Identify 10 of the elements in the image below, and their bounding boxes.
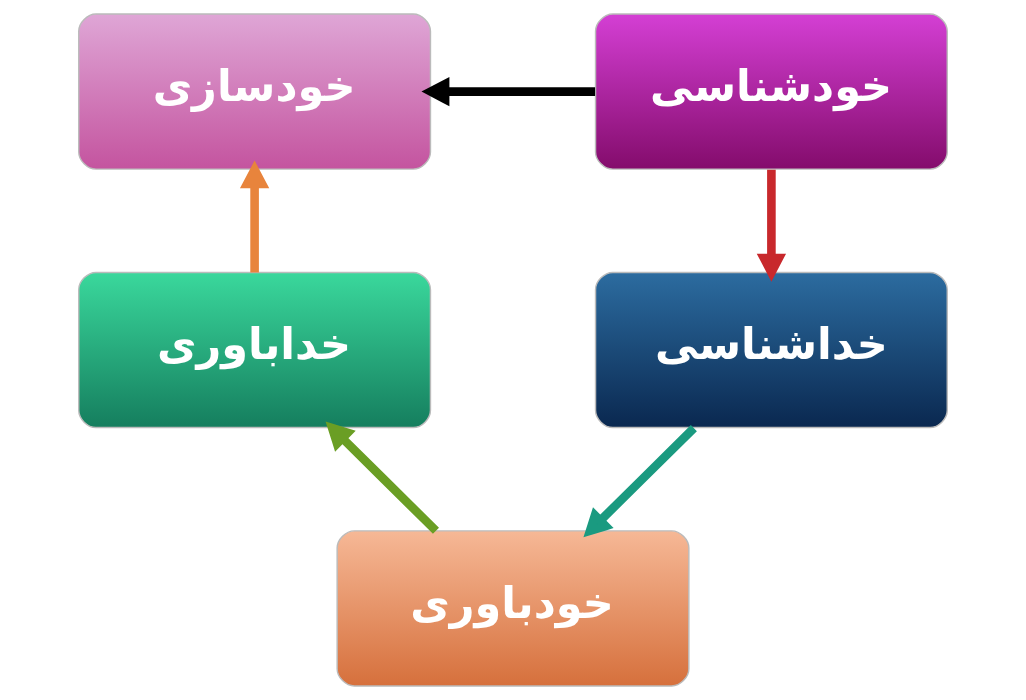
node-box: خداشناسی	[594, 271, 948, 429]
node-box: خودسازی	[78, 13, 432, 170]
node-box: خداباوری	[78, 271, 432, 429]
arrow	[421, 76, 596, 107]
arrow	[239, 160, 270, 273]
arrow	[583, 425, 697, 538]
node-box: خودشناسی	[594, 13, 948, 170]
arrow	[325, 421, 439, 534]
arrow	[756, 169, 787, 282]
node-box: خودباوری	[336, 530, 690, 687]
